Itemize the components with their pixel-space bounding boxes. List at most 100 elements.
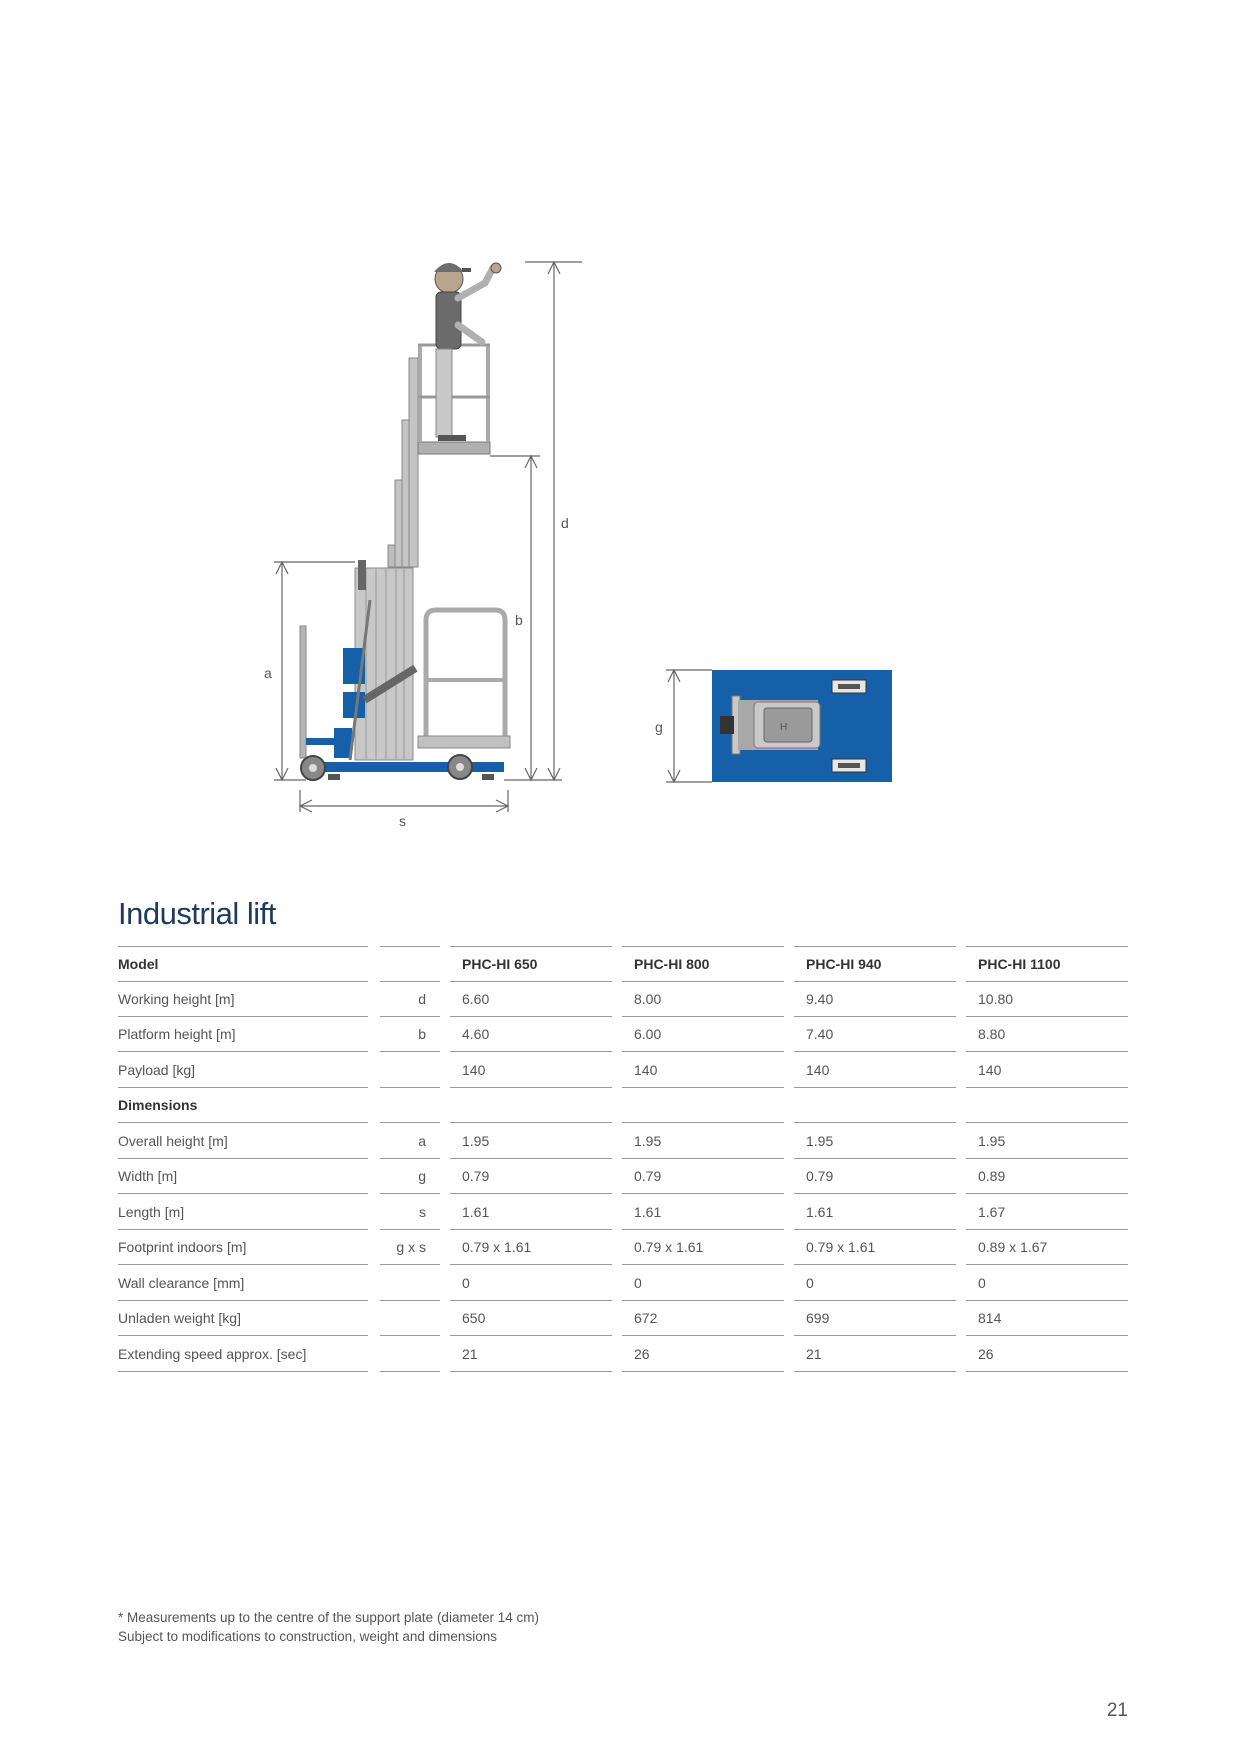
row-value: 7.40 [794, 1017, 956, 1052]
page-number: 21 [1106, 1700, 1128, 1721]
row-value: 140 [966, 1053, 1128, 1088]
table-row: Length [m] s 1.61 1.61 1.61 1.67 [118, 1195, 1128, 1231]
table-row: Unladen weight [kg] 650 672 699 814 [118, 1301, 1128, 1337]
row-label: Overall height [m] [118, 1124, 368, 1159]
row-label: Working height [m] [118, 982, 368, 1017]
row-value: 8.80 [966, 1017, 1128, 1052]
row-symbol: b [380, 1017, 440, 1052]
row-value: 0 [622, 1266, 784, 1301]
row-symbol: g [380, 1159, 440, 1194]
row-value: 9.40 [794, 982, 956, 1017]
row-value: 1.95 [794, 1124, 956, 1159]
row-label: Width [m] [118, 1159, 368, 1194]
row-symbol [380, 1088, 440, 1123]
row-label: Platform height [m] [118, 1017, 368, 1052]
table-row: Footprint indoors [m] g x s 0.79 x 1.61 0.7… [118, 1230, 1128, 1266]
svg-text:H: H [780, 722, 787, 733]
row-symbol: a [380, 1124, 440, 1159]
row-value: 672 [622, 1301, 784, 1336]
row-value: 6.00 [622, 1017, 784, 1052]
row-value: 0.79 x 1.61 [794, 1230, 956, 1265]
header-model-4: PHC-HI 1100 [966, 946, 1128, 982]
table-header-row: Model PHC-HI 650 PHC-HI 800 PHC-HI 940 P… [118, 946, 1128, 982]
dimension-label-d: d [561, 515, 569, 531]
dimension-label-s: s [399, 813, 406, 829]
row-value: 699 [794, 1301, 956, 1336]
lift-side-view [299, 262, 511, 781]
footnote: * Measurements up to the centre of the s… [118, 1608, 539, 1646]
row-value: 0 [450, 1266, 612, 1301]
row-value: 4.60 [450, 1017, 612, 1052]
row-label: Dimensions [118, 1088, 368, 1123]
row-value: 1.61 [622, 1195, 784, 1230]
row-value: 26 [966, 1337, 1128, 1372]
row-value: 650 [450, 1301, 612, 1336]
row-value [622, 1088, 784, 1123]
row-label: Wall clearance [mm] [118, 1266, 368, 1301]
header-model-3: PHC-HI 940 [794, 946, 956, 982]
row-value: 140 [450, 1053, 612, 1088]
footnote-line-1: * Measurements up to the centre of the s… [118, 1610, 539, 1625]
row-value: 140 [622, 1053, 784, 1088]
row-value: 0.79 [450, 1159, 612, 1194]
row-symbol: s [380, 1195, 440, 1230]
row-symbol: d [380, 982, 440, 1017]
header-label: Model [118, 946, 368, 982]
header-model-1: PHC-HI 650 [450, 946, 612, 982]
row-value: 0 [794, 1266, 956, 1301]
row-value: 1.61 [794, 1195, 956, 1230]
table-row: Extending speed approx. [sec] 21 26 21 26 [118, 1337, 1128, 1373]
row-symbol [380, 1301, 440, 1336]
worker-figure [434, 262, 502, 441]
row-value: 0.79 [622, 1159, 784, 1194]
row-value: 1.95 [622, 1124, 784, 1159]
row-value: 26 [622, 1337, 784, 1372]
lift-top-view: H [712, 670, 892, 782]
row-value: 0.79 [794, 1159, 956, 1194]
dimension-lines [274, 260, 712, 813]
row-value: 21 [794, 1337, 956, 1372]
dimension-label-g: g [655, 719, 663, 735]
row-symbol [380, 1266, 440, 1301]
row-label: Extending speed approx. [sec] [118, 1337, 368, 1372]
row-label: Unladen weight [kg] [118, 1301, 368, 1336]
table-row: Platform height [m] b 4.60 6.00 7.40 8.80 [118, 1017, 1128, 1053]
row-value: 1.61 [450, 1195, 612, 1230]
footnote-line-2: Subject to modifications to construction… [118, 1629, 497, 1644]
row-value: 1.67 [966, 1195, 1128, 1230]
row-symbol [380, 1337, 440, 1372]
header-symbol [380, 946, 440, 982]
header-model-2: PHC-HI 800 [622, 946, 784, 982]
row-value: 814 [966, 1301, 1128, 1336]
row-label: Length [m] [118, 1195, 368, 1230]
table-row: Width [m] g 0.79 0.79 0.79 0.89 [118, 1159, 1128, 1195]
row-value [966, 1088, 1128, 1123]
row-value: 10.80 [966, 982, 1128, 1017]
row-value: 0.79 x 1.61 [450, 1230, 612, 1265]
row-value: 1.95 [966, 1124, 1128, 1159]
row-value: 0.89 [966, 1159, 1128, 1194]
spec-table: Model PHC-HI 650 PHC-HI 800 PHC-HI 940 P… [118, 946, 1128, 1372]
row-value: 21 [450, 1337, 612, 1372]
row-value: 0 [966, 1266, 1128, 1301]
table-row: Payload [kg] 140 140 140 140 [118, 1053, 1128, 1089]
lift-diagram: a b d s g H [264, 260, 892, 829]
row-label: Footprint indoors [m] [118, 1230, 368, 1265]
row-symbol: g x s [380, 1230, 440, 1265]
row-value: 140 [794, 1053, 956, 1088]
row-value: 0.79 x 1.61 [622, 1230, 784, 1265]
row-label: Payload [kg] [118, 1053, 368, 1088]
dimension-label-a: a [264, 665, 272, 681]
row-value [450, 1088, 612, 1123]
row-value [794, 1088, 956, 1123]
page-title: Industrial lift [118, 896, 276, 931]
row-value: 0.89 x 1.67 [966, 1230, 1128, 1265]
dimension-label-b: b [515, 612, 523, 628]
table-section-row: Dimensions [118, 1088, 1128, 1124]
row-value: 6.60 [450, 982, 612, 1017]
row-symbol [380, 1053, 440, 1088]
